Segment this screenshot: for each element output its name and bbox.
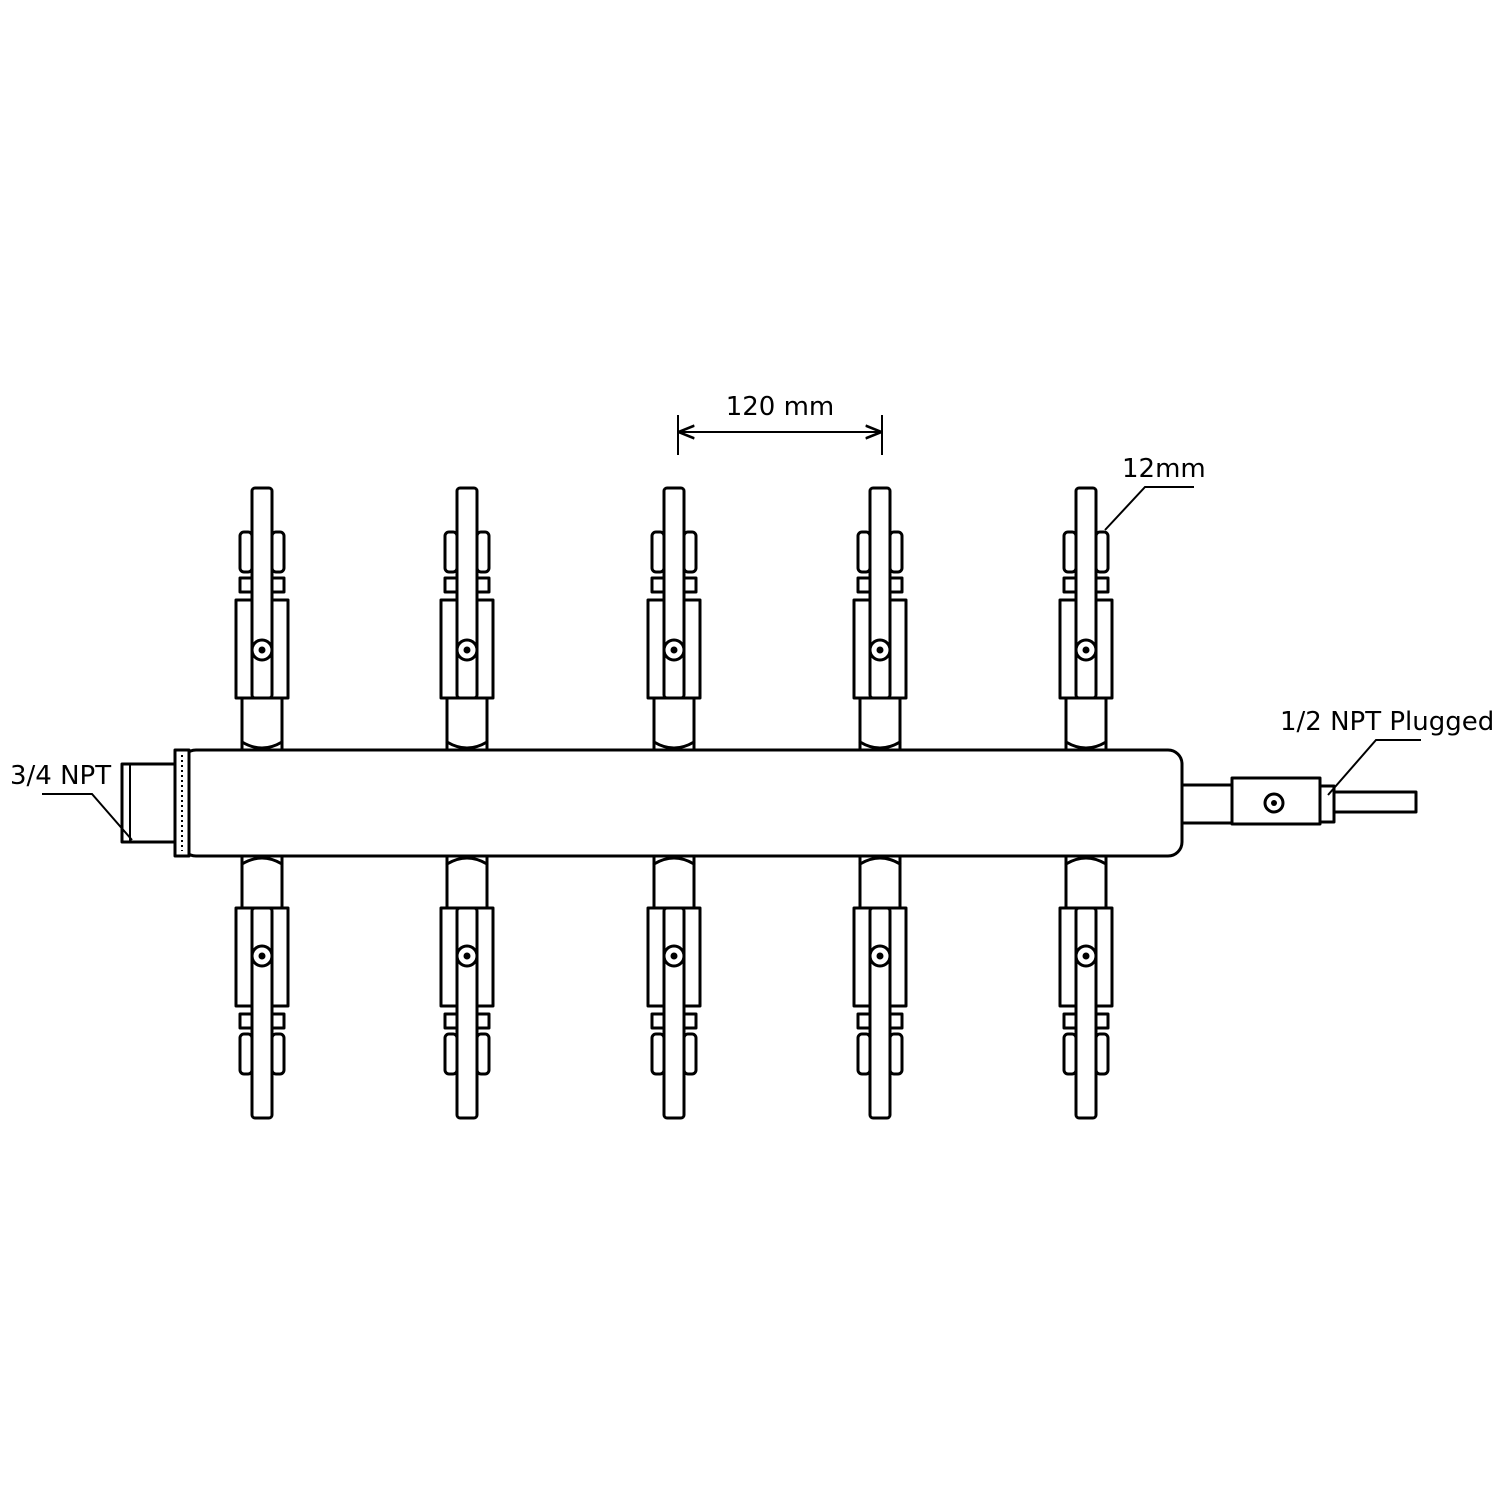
valve-group	[234, 486, 1114, 1120]
tube-size-callout: 12mm	[1104, 454, 1206, 531]
valve-bottom-1	[234, 854, 290, 1120]
valve-top-5	[1058, 486, 1114, 752]
inlet-label: 3/4 NPT	[10, 761, 111, 791]
valve-top-1	[234, 486, 290, 752]
valve-top-3	[646, 486, 702, 752]
outlet-label: 1/2 NPT Plugged	[1280, 707, 1494, 737]
valve-bottom-5	[1058, 854, 1114, 1120]
manifold-body	[180, 748, 1184, 858]
inlet-callout: 3/4 NPT	[10, 761, 133, 841]
outlet-fitting	[1180, 776, 1418, 826]
outlet-callout: 1/2 NPT Plugged	[1280, 707, 1494, 796]
spacing-label: 120 mm	[726, 392, 835, 422]
inlet-fitting	[120, 748, 191, 858]
tube-size-label: 12mm	[1122, 454, 1206, 484]
valve-bottom-2	[439, 854, 495, 1120]
valve-top-2	[439, 486, 495, 752]
valve-top-4	[852, 486, 908, 752]
valve-bottom-3	[646, 854, 702, 1120]
valve-bottom-4	[852, 854, 908, 1120]
spacing-dimension: 120 mm	[677, 392, 883, 455]
